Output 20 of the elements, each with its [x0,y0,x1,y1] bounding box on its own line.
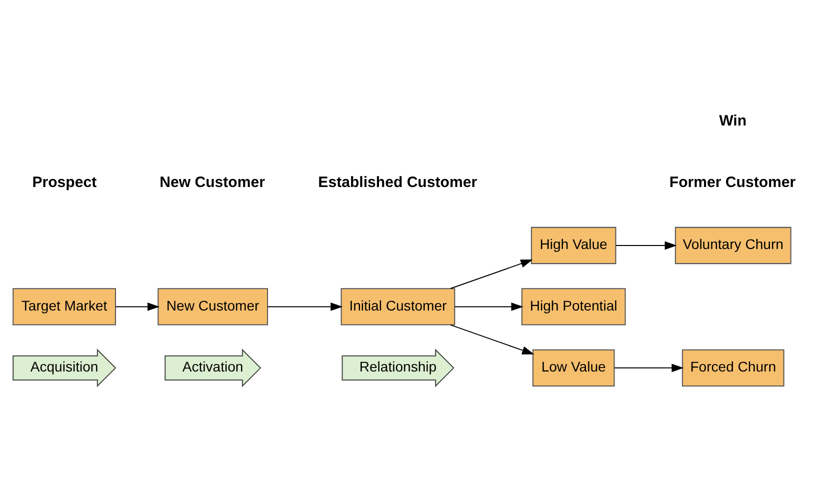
node-box: Initial Customer [340,288,456,325]
arrow [450,324,534,354]
node-box: Voluntary Churn [674,226,792,264]
node-box: High Potential [521,288,626,325]
node-box: Low Value [532,348,615,386]
arrow [616,240,677,250]
node-box: New Customer [158,288,268,325]
arrow [450,259,533,288]
label: Former Customer [669,173,796,190]
arrow [454,302,524,310]
arrow [116,302,160,310]
label: Prospect [32,173,97,190]
node-box: Forced Churn [682,348,784,386]
arrow [614,363,684,372]
arrow [268,302,343,310]
node-box: Target Market [12,288,116,325]
node-box: High Value [530,226,616,264]
label: Established Customer [318,173,478,190]
label: New Customer [160,173,265,190]
label: Win [719,112,747,130]
